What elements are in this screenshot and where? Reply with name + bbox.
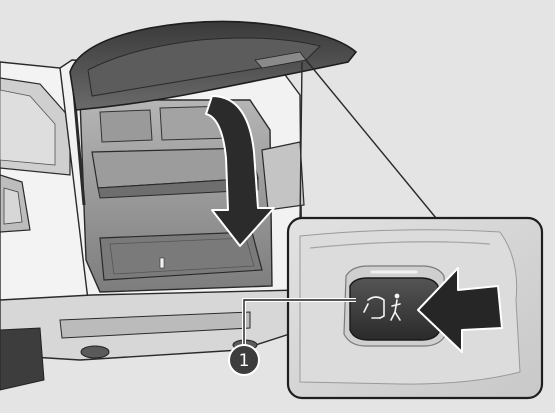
rear-seat-left <box>99 109 153 143</box>
cargo-floor-mat <box>109 237 255 275</box>
rear-wheel <box>0 327 45 391</box>
panel-crease <box>309 241 491 249</box>
tailgate-close-walkaway-icon <box>363 293 401 321</box>
tailgate-inner-panel <box>87 37 321 97</box>
close-button-inset <box>286 216 544 400</box>
exhaust-left <box>80 345 110 359</box>
curved-arrow-down-icon <box>205 95 275 247</box>
zoom-callout-lines <box>299 59 437 223</box>
cargo-hook <box>159 257 165 269</box>
push-arrow-left-icon <box>417 267 503 353</box>
cargo-cover-edge <box>97 177 259 199</box>
tail-light-detail <box>3 187 23 225</box>
side-window-reflection <box>0 89 56 166</box>
callout-1: 1 <box>228 298 356 376</box>
callout-number: 1 <box>239 351 250 371</box>
bumper-trim <box>59 311 251 339</box>
tail-light-right <box>261 141 305 211</box>
callout-circle <box>228 344 260 376</box>
